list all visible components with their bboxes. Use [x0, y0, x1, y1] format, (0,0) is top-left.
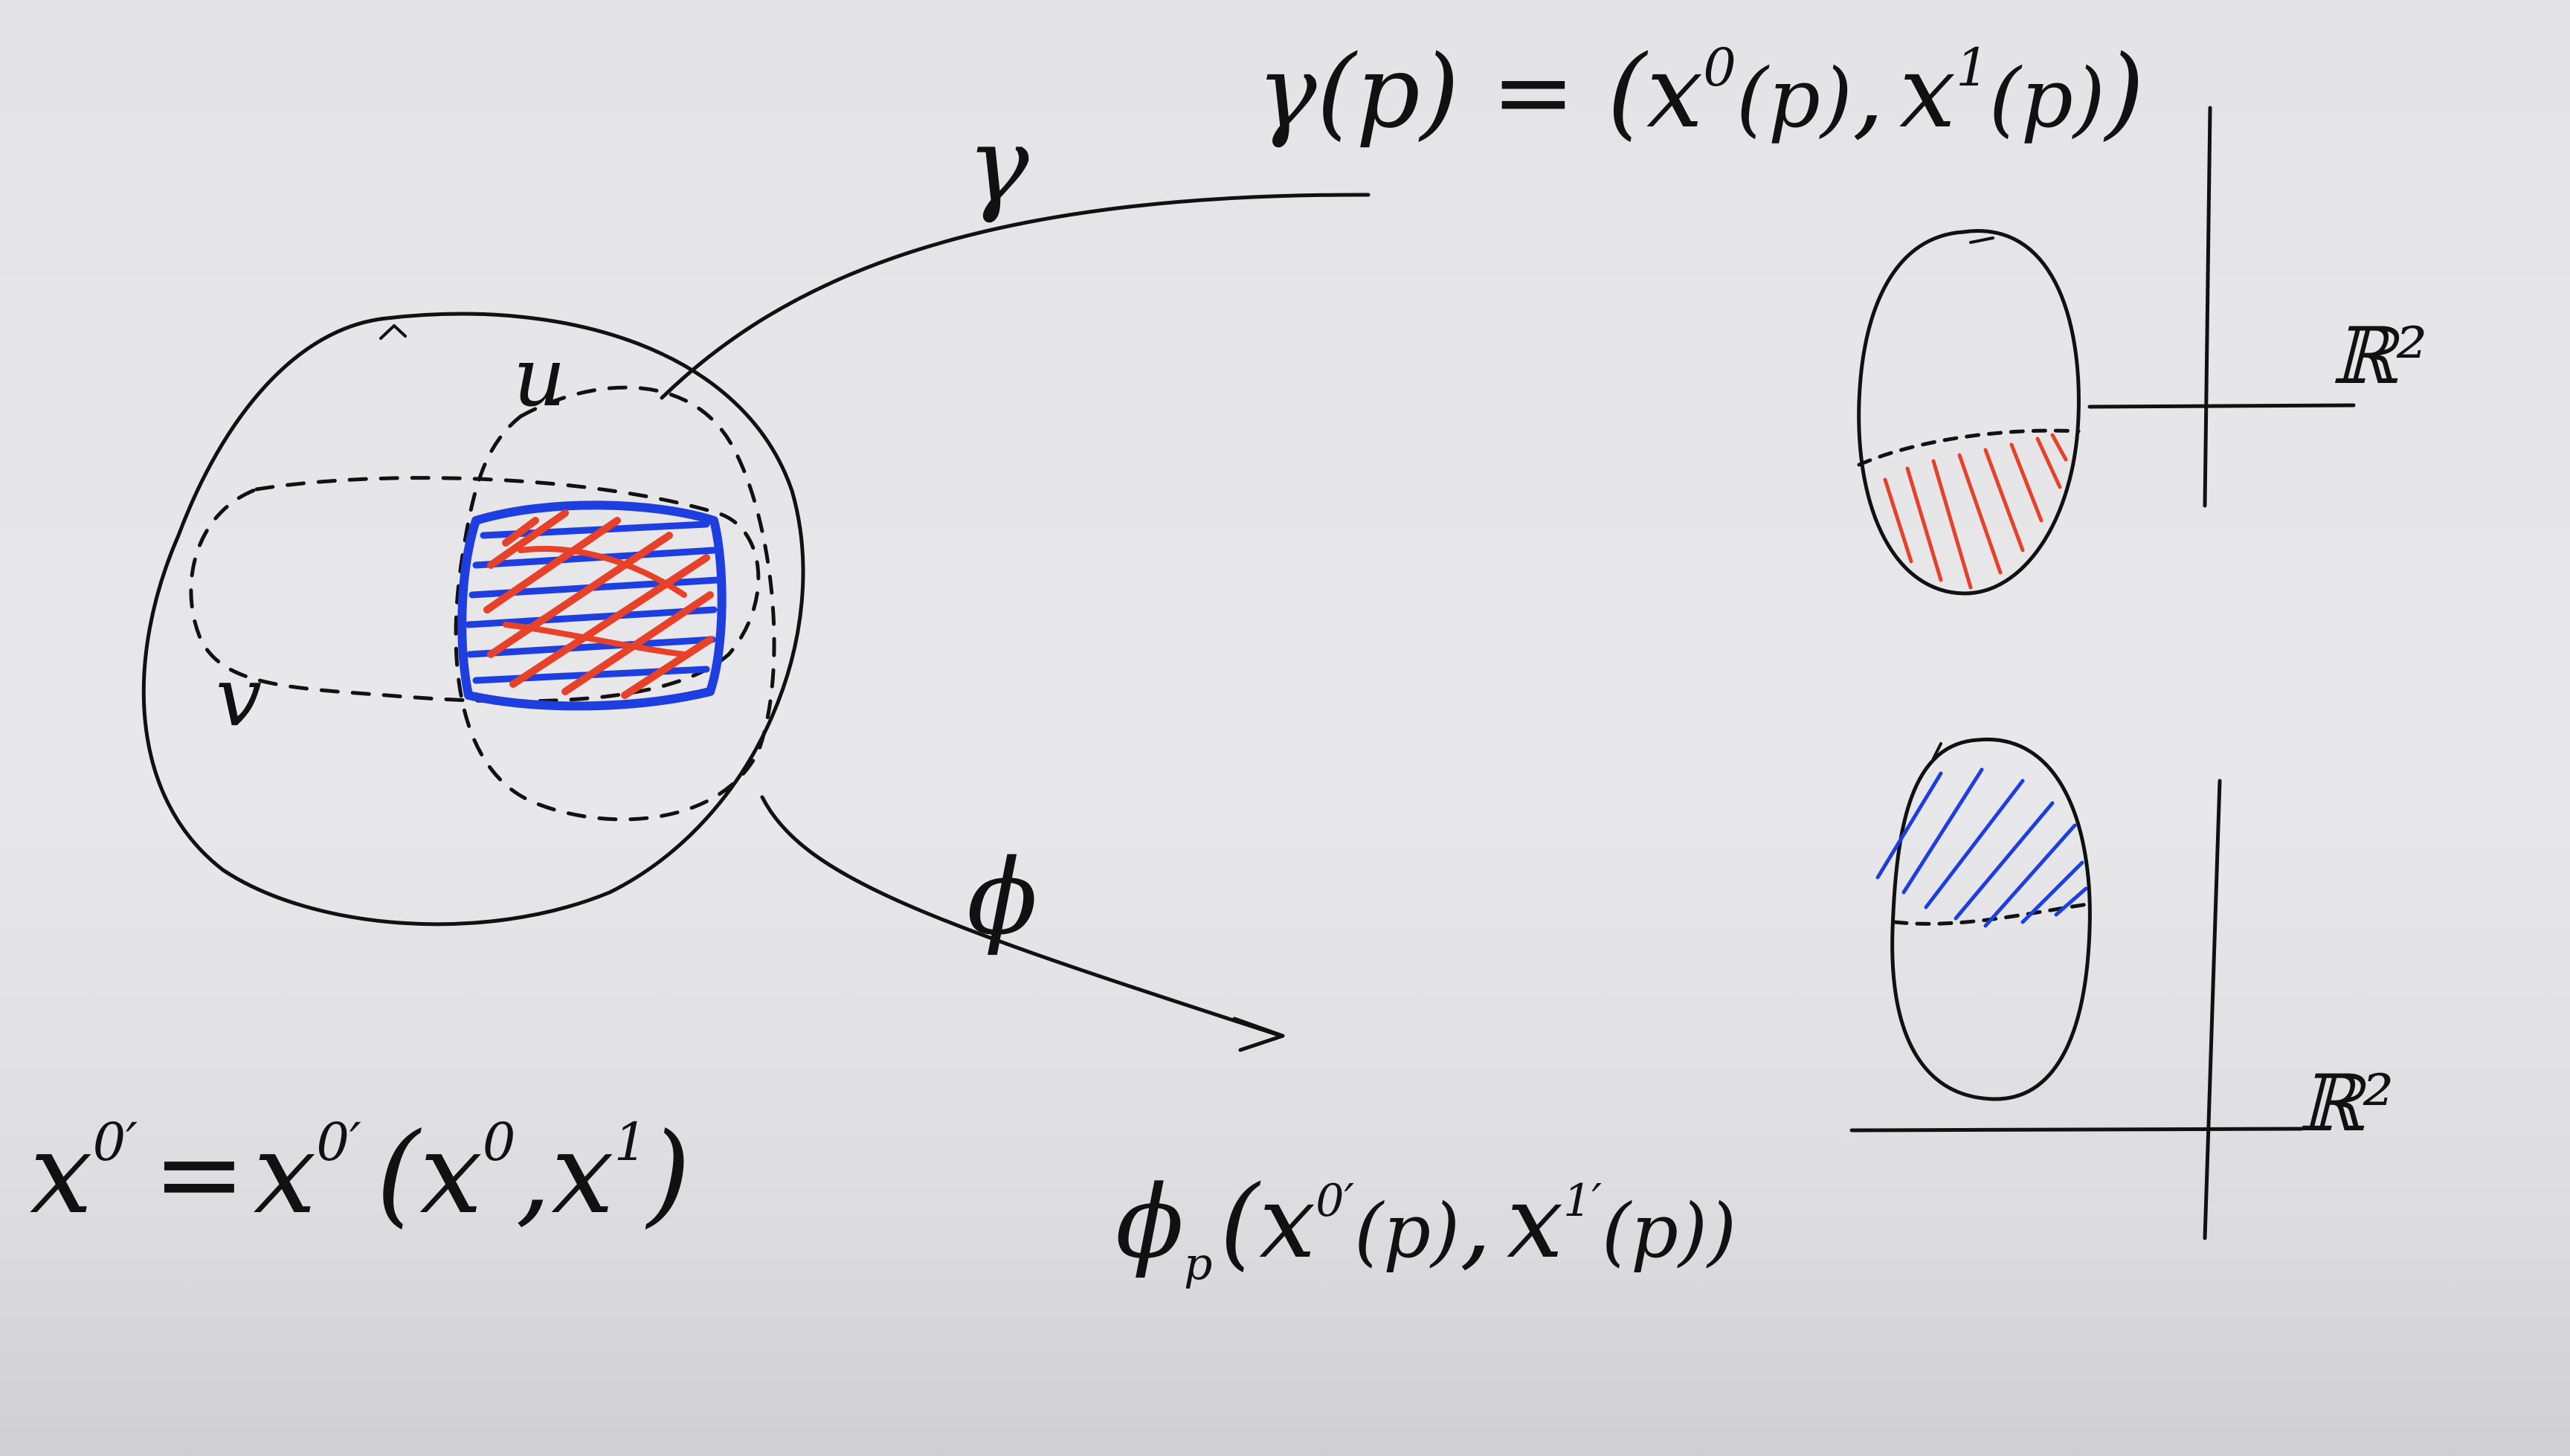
chart-domain-u-dashed [454, 385, 776, 822]
ellipse-top-outline [1857, 229, 2081, 596]
manifold-sphere: u v [141, 312, 805, 927]
phi-arrowhead [1232, 1017, 1285, 1052]
r2-top-label: ℝ² [2331, 311, 2427, 402]
phi-label: ϕ [967, 837, 1037, 959]
r2-bottom-horizontal-axis [1849, 1127, 2304, 1133]
gamma-eq-text: γ(p) = (x0(p),x1(p)) [1257, 33, 2145, 150]
phi-map: ϕ [760, 795, 1285, 1052]
r2-bottom-vertical-axis [2203, 779, 2222, 1240]
r2-top-vertical-axis [2203, 106, 2212, 508]
gamma-label: γ [967, 105, 1029, 226]
gamma-curve [660, 193, 1371, 400]
ellipse-bottom-dashed-divider [1893, 901, 2096, 926]
chart-image-top: ℝ² [1857, 106, 2427, 596]
r2-bottom-label: ℝ² [2298, 1058, 2394, 1149]
ellipse-top-dashed-divider [1857, 428, 2081, 467]
phi-eq-text: ϕp(x0′(p),x1′(p)) [1115, 1164, 1736, 1290]
r2-top-horizontal-axis [2087, 403, 2356, 409]
chart-domain-v-dashed [189, 476, 761, 703]
sphere-outline [141, 312, 805, 927]
gamma-map: γ [660, 105, 1371, 400]
set-v-label: v [216, 649, 262, 744]
transition-eq-text: x0′=x0′(x0,x1) [30, 1109, 691, 1239]
ellipse-bottom-blue-hatch [1875, 767, 2088, 928]
overlap-red-hatch [483, 509, 714, 699]
ellipse-top-tick [1969, 236, 1994, 244]
phi-equation: ϕp(x0′(p),x1′(p)) [1115, 1164, 1736, 1290]
phi-curve [760, 795, 1281, 1037]
ellipse-bottom-tick [1932, 742, 1942, 760]
gamma-equation: γ(p) = (x0(p),x1(p)) [1257, 33, 2145, 150]
transition-equation: x0′=x0′(x0,x1) [30, 1109, 691, 1239]
sphere-tick [379, 324, 407, 340]
ellipse-top-red-hatch [1883, 433, 2068, 590]
set-u-label: u [513, 329, 566, 425]
chart-image-bottom: ℝ² [1849, 737, 2394, 1240]
